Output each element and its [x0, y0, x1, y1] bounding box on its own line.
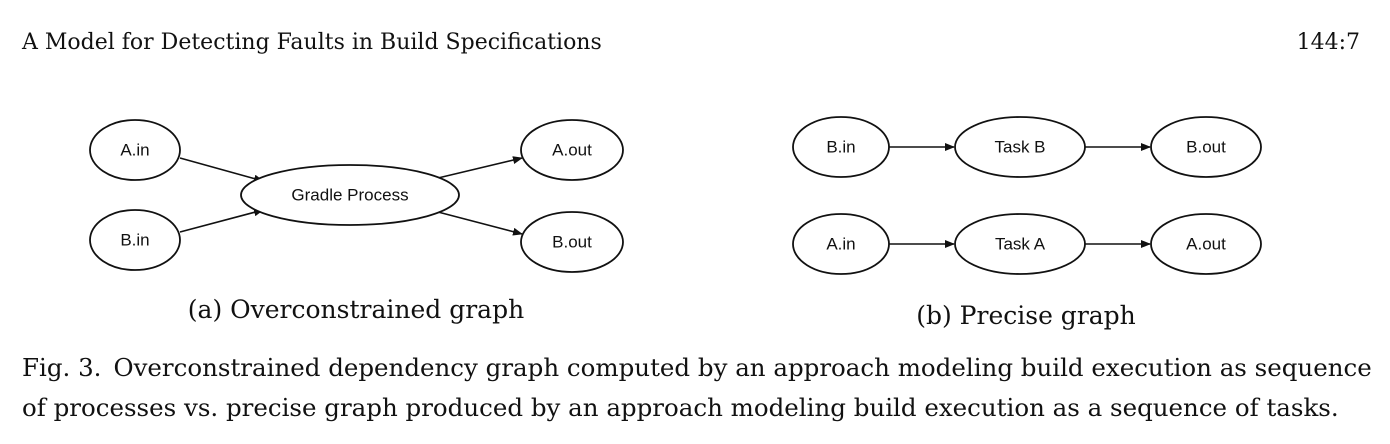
- figure-caption-line-1: Fig. 3. Overconstrained dependency graph …: [22, 348, 1372, 388]
- subfigure-b-caption: (b) Precise graph: [916, 301, 1136, 330]
- node-gradle-process: [240, 164, 460, 226]
- subfigure-b-precise-graph: B.in Task B B.out A.in Task A A.out (b) …: [792, 116, 1262, 330]
- figure-caption-line-2: of processes vs. precise graph produced …: [22, 393, 1339, 422]
- page-number: 144:7: [1296, 30, 1360, 55]
- node-task-a: [954, 213, 1086, 275]
- node-a-out-label: A.out: [552, 141, 592, 160]
- edge-gradle-to-a-out: [437, 156, 523, 179]
- node-a-out-b-label: A.out: [1186, 235, 1226, 254]
- node-a-in-b: [792, 213, 890, 275]
- node-b-in-b: [792, 116, 890, 178]
- node-task-a-label: Task A: [995, 235, 1046, 254]
- subfigure-a-overconstrained-graph: A.in B.in Gradle Process A.out B.out (a)…: [89, 119, 624, 324]
- figure-3-diagram: A.in B.in Gradle Process A.out B.out (a)…: [89, 116, 1262, 330]
- node-task-b-label: Task B: [994, 138, 1045, 157]
- node-a-out: [520, 119, 624, 181]
- node-b-in-b-label: B.in: [826, 138, 855, 157]
- node-a-out-b: [1150, 213, 1262, 275]
- subfigure-a-caption: (a) Overconstrained graph: [188, 295, 524, 324]
- node-b-in-label: B.in: [120, 231, 149, 250]
- figure-label: Fig. 3.: [22, 353, 102, 382]
- node-b-out: [520, 211, 624, 273]
- node-a-in-label: A.in: [120, 141, 149, 160]
- running-title: A Model for Detecting Faults in Build Sp…: [22, 30, 602, 55]
- node-a-in: [89, 119, 181, 181]
- node-b-in: [89, 209, 181, 271]
- edge-gradle-to-b-out: [437, 211, 523, 236]
- figure-caption-text-1: Overconstrained dependency graph compute…: [113, 353, 1372, 382]
- node-b-out-b-label: B.out: [1186, 138, 1226, 157]
- edge-a-in-to-gradle: [179, 157, 264, 183]
- node-a-in-b-label: A.in: [826, 235, 855, 254]
- node-gradle-process-label: Gradle Process: [291, 186, 408, 205]
- node-b-out-b: [1150, 116, 1262, 178]
- edge-b-in-to-gradle: [179, 208, 264, 233]
- node-task-b: [954, 116, 1086, 178]
- figure-caption: Fig. 3. Overconstrained dependency graph …: [22, 348, 1372, 428]
- node-b-out-label: B.out: [552, 233, 592, 252]
